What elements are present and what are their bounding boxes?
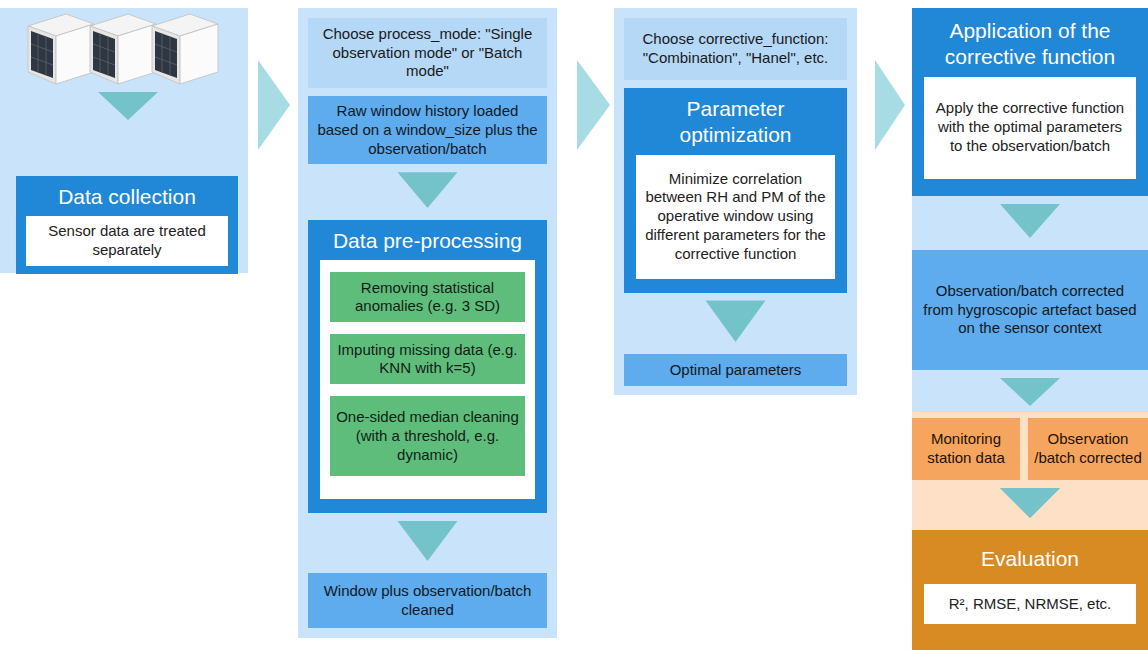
text-holder: Imputing missing data (e.g. KNN with k=5…	[330, 336, 525, 384]
text-holder: Observation/batch corrected from hygrosc…	[912, 276, 1148, 344]
data-box: Window plus observation/batch cleaned	[308, 573, 547, 628]
box-body: Minimize correlation between RH and PM o…	[624, 155, 847, 293]
text-holder: Removing statistical anomalies (e.g. 3 S…	[330, 274, 525, 322]
box-label: Monitoring station data	[917, 430, 1015, 468]
box-label: Apply the corrective function with the o…	[932, 99, 1128, 155]
box-heading: Parameter optimization	[632, 96, 839, 149]
box-label: Window plus observation/batch cleaned	[316, 582, 539, 620]
flow-arrow	[706, 301, 766, 343]
option-box: Choose process_mode: "Single observation…	[308, 18, 547, 88]
flow-arrow	[258, 60, 290, 150]
box-label: One-sided median cleaning (with a thresh…	[336, 408, 519, 464]
step-box: One-sided median cleaning (with a thresh…	[330, 396, 525, 476]
text-holder: One-sided median cleaning (with a thresh…	[330, 403, 525, 469]
flow-arrow	[1000, 378, 1060, 406]
box-label: Choose process_mode: "Single observation…	[316, 25, 539, 81]
description-box: Sensor data are treated separately	[26, 216, 228, 266]
text-holder: Choose process_mode: "Single observation…	[308, 19, 547, 87]
flow-arrow	[875, 60, 905, 150]
box-label: R², RMSE, NRMSE, etc.	[932, 595, 1128, 614]
box-label: Imputing missing data (e.g. KNN with k=5…	[336, 341, 519, 379]
evaluation-box: EvaluationR², RMSE, NRMSE, etc.	[912, 530, 1148, 650]
box-label: Optimal parameters	[632, 361, 839, 380]
description-box: R², RMSE, NRMSE, etc.	[924, 584, 1136, 624]
input-box: Observation /batch corrected	[1028, 418, 1148, 480]
text-holder: Sensor data are treated separately	[26, 216, 228, 266]
box-label: Choose corrective_function: "Combination…	[632, 30, 839, 68]
description-box: Apply the corrective function with the o…	[924, 77, 1136, 179]
description-box: Minimize correlation between RH and PM o…	[636, 155, 835, 279]
input-box: Monitoring station data	[912, 418, 1020, 480]
flow-arrow	[1000, 488, 1060, 518]
data-box: Optimal parameters	[624, 354, 847, 386]
text-holder: Application of the corrective function	[912, 8, 1148, 77]
sensor-device	[152, 14, 218, 84]
text-holder: Raw window history loaded based on a win…	[308, 96, 547, 164]
box-label: Observation /batch corrected	[1033, 430, 1143, 468]
option-box: Choose corrective_function: "Combination…	[624, 18, 847, 80]
box-heading: Data pre-processing	[316, 228, 539, 254]
step-box: Removing statistical anomalies (e.g. 3 S…	[330, 272, 525, 322]
box-body: R², RMSE, NRMSE, etc.	[912, 584, 1148, 650]
flow-arrow	[1000, 204, 1060, 238]
step-box: Imputing missing data (e.g. KNN with k=5…	[330, 334, 525, 384]
box-heading: Application of the corrective function	[920, 18, 1140, 71]
box-body: Apply the corrective function with the o…	[912, 77, 1148, 197]
data-box: Observation/batch corrected from hygrosc…	[912, 250, 1148, 370]
box-label: Observation/batch corrected from hygrosc…	[922, 282, 1138, 338]
text-holder: Data pre-processing	[308, 220, 547, 260]
stage-box: Application of the corrective functionAp…	[912, 8, 1148, 196]
sensor-device	[28, 14, 94, 84]
box-label: Sensor data are treated separately	[34, 222, 220, 260]
text-holder: Data collection	[16, 176, 238, 216]
box-label: Minimize correlation between RH and PM o…	[644, 170, 827, 264]
step-panel: Removing statistical anomalies (e.g. 3 S…	[320, 260, 535, 499]
text-holder: Optimal parameters	[624, 356, 847, 385]
stage-box: Parameter optimizationMinimize correlati…	[624, 88, 847, 293]
stage-box: Data pre-processingRemoving statistical …	[308, 220, 547, 513]
text-holder: Parameter optimization	[624, 88, 847, 155]
box-body: Sensor data are treated separately	[16, 216, 238, 274]
text-holder: Choose corrective_function: "Combination…	[624, 24, 847, 74]
stage-box: Data collectionSensor data are treated s…	[16, 176, 238, 274]
box-label: Removing statistical anomalies (e.g. 3 S…	[336, 279, 519, 317]
text-holder: R², RMSE, NRMSE, etc.	[924, 589, 1136, 620]
data-box: Raw window history loaded based on a win…	[308, 96, 547, 164]
text-holder: Monitoring station data	[912, 426, 1020, 472]
text-holder: Minimize correlation between RH and PM o…	[636, 164, 835, 270]
flow-arrow	[577, 60, 610, 150]
box-label: Raw window history loaded based on a win…	[316, 102, 539, 158]
sensor-device	[90, 14, 156, 84]
box-heading: Data collection	[24, 184, 230, 210]
flow-arrow	[398, 521, 458, 561]
text-holder: Evaluation	[912, 530, 1148, 584]
text-holder: Apply the corrective function with the o…	[924, 93, 1136, 161]
text-holder: Window plus observation/batch cleaned	[308, 576, 547, 626]
flow-triangle	[98, 92, 158, 120]
flow-arrow	[398, 172, 458, 208]
flow-arrow	[1000, 488, 1060, 518]
text-holder: Observation /batch corrected	[1028, 426, 1148, 472]
box-heading: Evaluation	[920, 546, 1140, 572]
